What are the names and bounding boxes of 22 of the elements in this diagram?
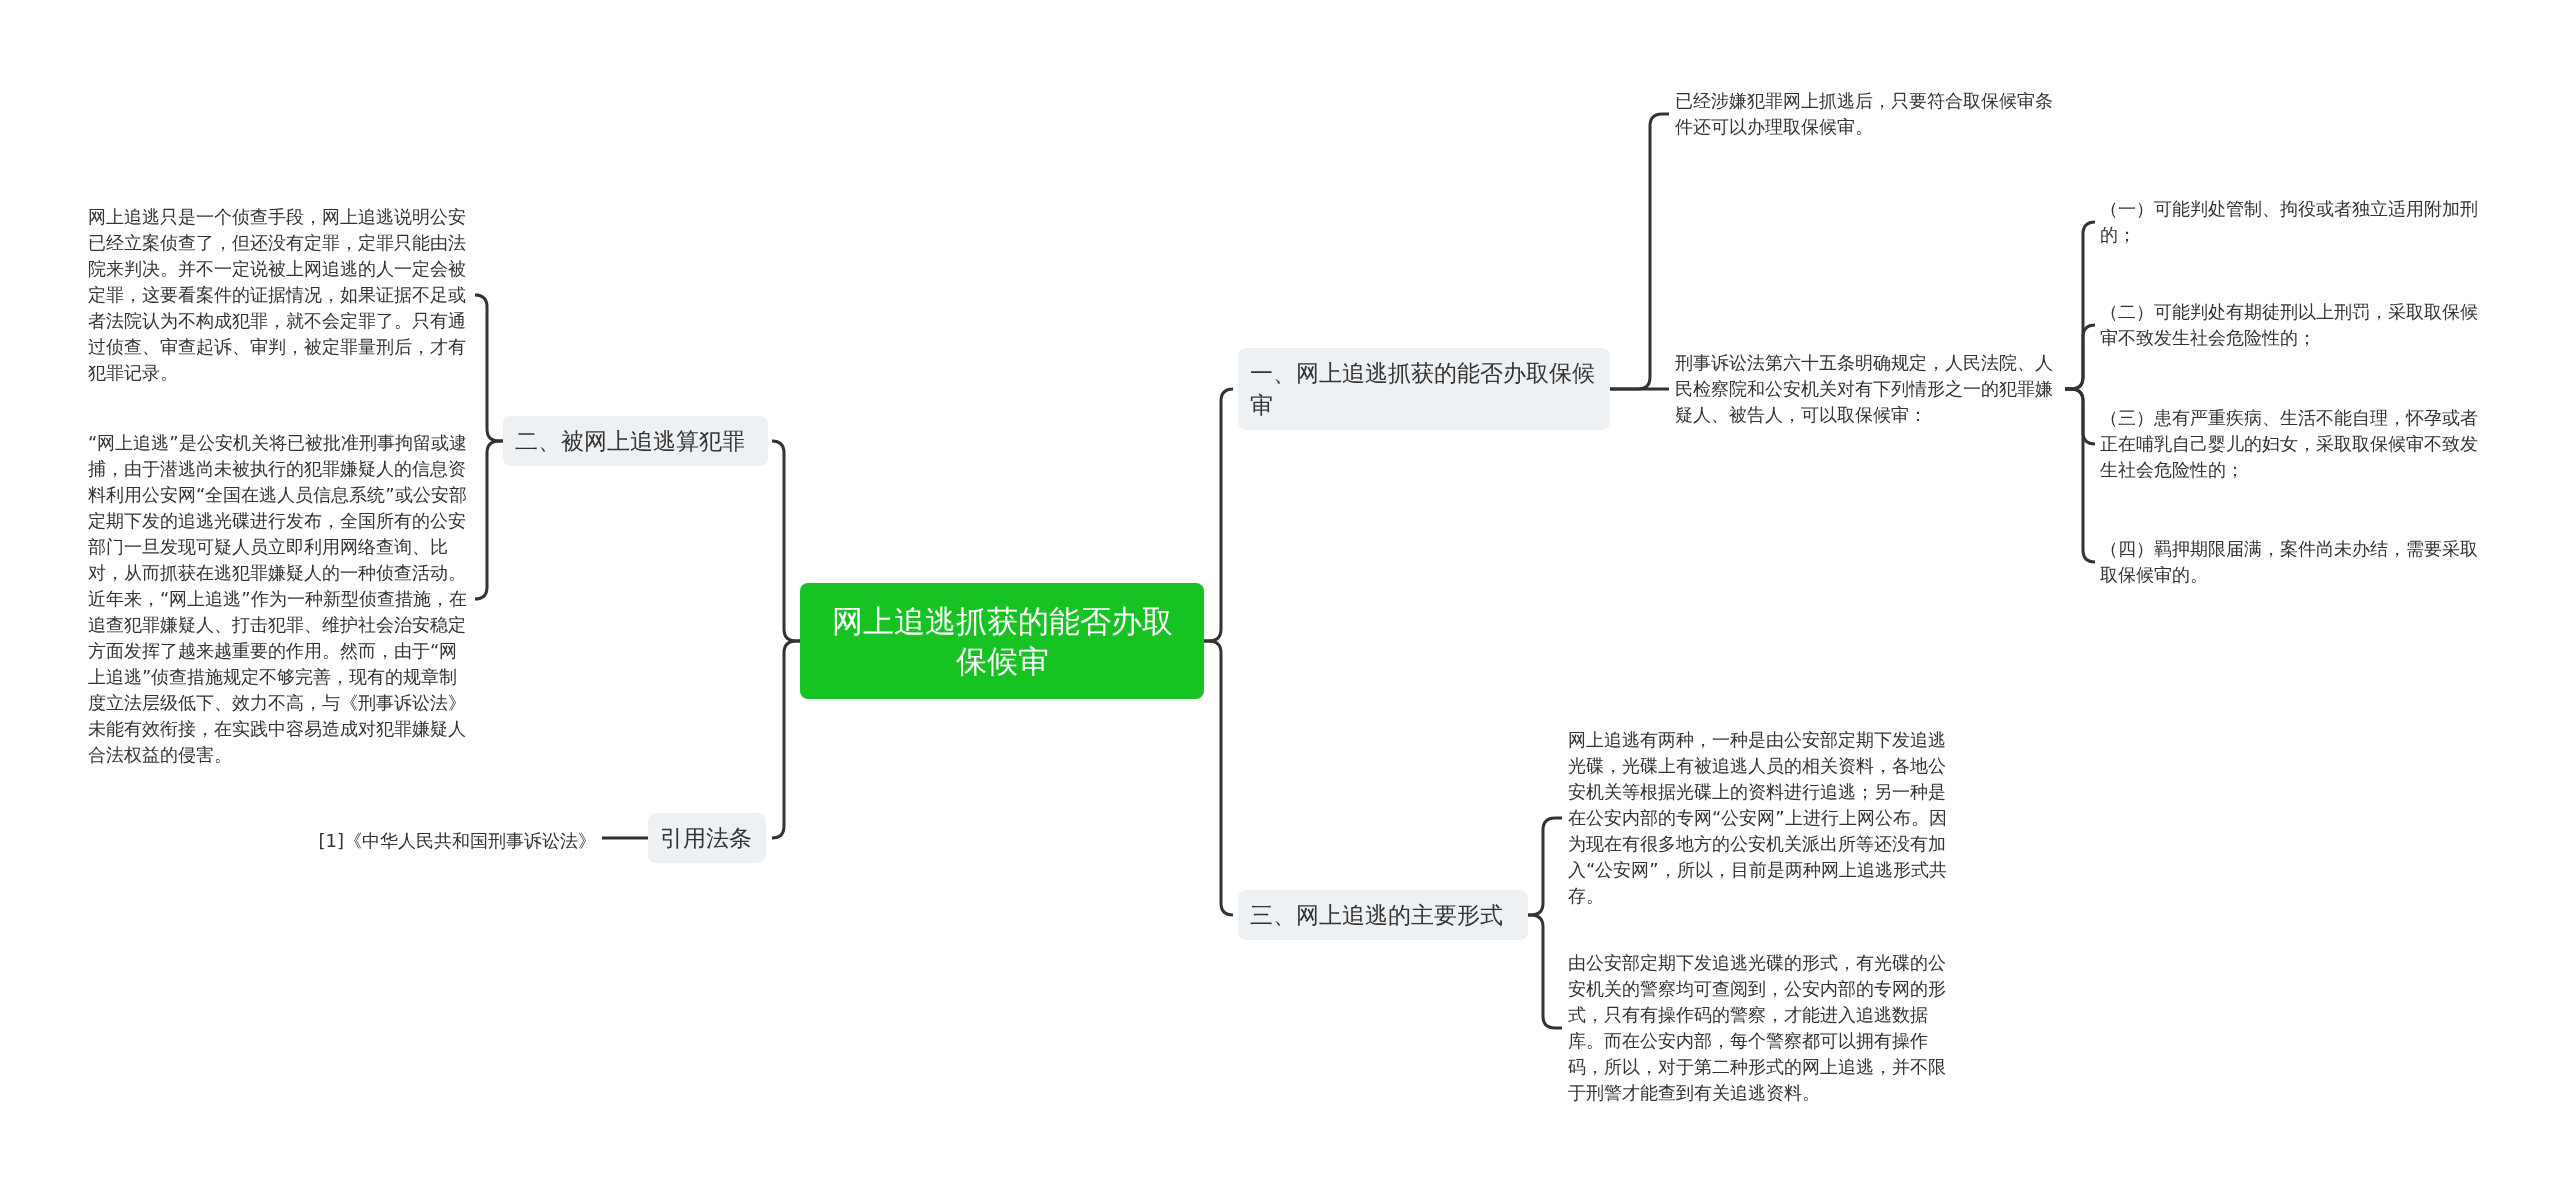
note-text: 已经涉嫌犯罪网上抓逃后，只要符合取保候审条件还可以办理取保候审。 [1675, 88, 2065, 140]
topic-box: 一、网上追逃抓获的能否办取保候审 [1238, 348, 1610, 430]
connector-line [1610, 387, 1669, 391]
connector-line [1204, 639, 1235, 917]
note-text: 网上追逃只是一个侦查手段，网上追逃说明公安已经立案侦查了，但还没有定罪，定罪只能由法院来判决。并不一定说被上网追逃的人一定会被定罪，这要看案件的证据情况，如果证据不足或者法院认为不构成犯罪，就不会定罪了。只有通过侦查、审查起诉、审判，被定罪量刑后，才有犯罪记录。 [88, 204, 473, 386]
note-text: （二）可能判处有期徒刑以上刑罚，采取取保候审不致发生社会危险性的； [2100, 299, 2495, 351]
connector-line [770, 639, 800, 840]
note-text: [1]《中华人民共和国刑事诉讼法》 [318, 828, 596, 854]
connector-line [602, 836, 648, 840]
note-text: （四）羁押期限届满，案件尚未办结，需要采取取保候审的。 [2100, 536, 2495, 588]
note-text: （一）可能判处管制、拘役或者独立适用附加刑的； [2100, 196, 2495, 248]
central-topic: 网上追逃抓获的能否办取保候审 [800, 583, 1204, 699]
topic-box: 二、被网上追逃算犯罪 [503, 416, 768, 466]
topic-box: 引用法条 [648, 813, 766, 863]
note-text: 网上追逃有两种，一种是由公安部定期下发追逃光碟，光碟上有被追逃人员的相关资料，各地公安机关等根据光碟上的资料进行追逃；另一种是在公安内部的专网“公安网”上进行上网公布。因为现在有很多地方的公安机关派出所等还没有加入“公安网”，所以，目前是两种网上追逃形式共存。 [1568, 727, 1953, 909]
note-text: “网上追逃”是公安机关将已被批准刑事拘留或逮捕，由于潜逃尚未被执行的犯罪嫌疑人的信息资料利用公安网“全国在逃人员信息系统”或公安部定期下发的追逃光碟进行发布，全国所有的公安部门一旦发现可疑人员立即利用网络查询、比对，从而抓获在逃犯罪嫌疑人的一种侦查活动。近年来，“网上追逃”作为一种新型侦查措施，在追查犯罪嫌疑人、打击犯罪、维护社会治安稳定方面发挥了越来越重要的作用。然而，由于“网上追逃”侦查措施规定不够完善，现有的规章制度立法层级低下、效力不高，与《刑事诉讼法》未能有效衔接，在实践中容易造成对犯罪嫌疑人合法权益的侵害。 [88, 430, 473, 768]
note-text: 刑事诉讼法第六十五条明确规定，人民法院、人民检察院和公安机关对有下列情形之一的犯罪嫌疑人、被告人，可以取保候审： [1675, 350, 2065, 428]
connector-line [473, 439, 503, 601]
connector-line [2065, 387, 2097, 564]
note-text: （三）患有严重疾病、生活不能自理，怀孕或者正在哺乳自己婴儿的妇女，采取取保候审不致发生社会危险性的； [2100, 405, 2495, 483]
topic-box: 三、网上追逃的主要形式 [1238, 890, 1528, 940]
note-text: 由公安部定期下发追逃光碟的形式，有光碟的公安机关的警察均可查阅到，公安内部的专网的形式，只有有操作码的警察，才能进入追逃数据库。而在公安内部，每个警察都可以拥有操作码，所以，对于第二种形式的网上追逃，并不限于刑警才能查到有关追逃资料。 [1568, 950, 1953, 1106]
